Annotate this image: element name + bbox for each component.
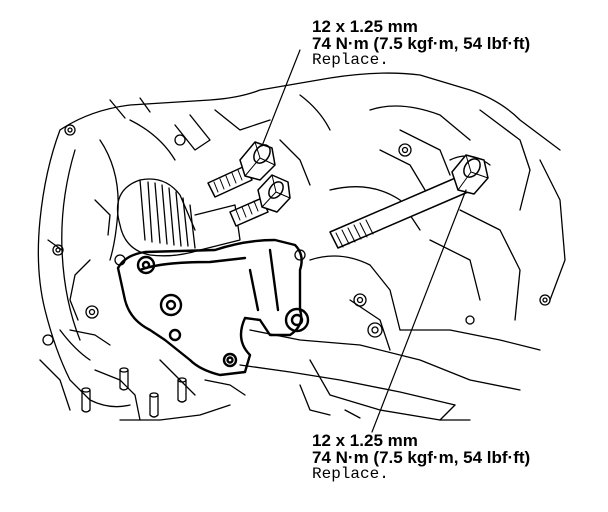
long-through-bolt (329, 154, 489, 249)
middle-bolt (229, 174, 291, 227)
torque-spec-label: 74 N·m (7.5 kgf·m, 54 lbf·ft) (312, 448, 531, 467)
transmission-housing (37, 72, 566, 421)
lower-bolt-studs (81, 367, 187, 418)
leader-lines (261, 49, 467, 433)
bolt-size-label: 12 x 1.25 mm (312, 431, 418, 450)
upper-bolt-callout: 12 x 1.25 mm 74 N·m (7.5 kgf·m, 54 lbf·f… (312, 18, 530, 69)
replace-note: Replace. (312, 465, 389, 483)
torque-spec-label: 74 N·m (7.5 kgf·m, 54 lbf·ft) (312, 34, 531, 53)
mount-bracket (116, 238, 310, 377)
upper-bolt (207, 141, 276, 198)
bolt-size-label: 12 x 1.25 mm (312, 17, 418, 36)
replace-note: Replace. (312, 51, 389, 69)
through-bolt-callout: 12 x 1.25 mm 74 N·m (7.5 kgf·m, 54 lbf·f… (312, 432, 530, 483)
